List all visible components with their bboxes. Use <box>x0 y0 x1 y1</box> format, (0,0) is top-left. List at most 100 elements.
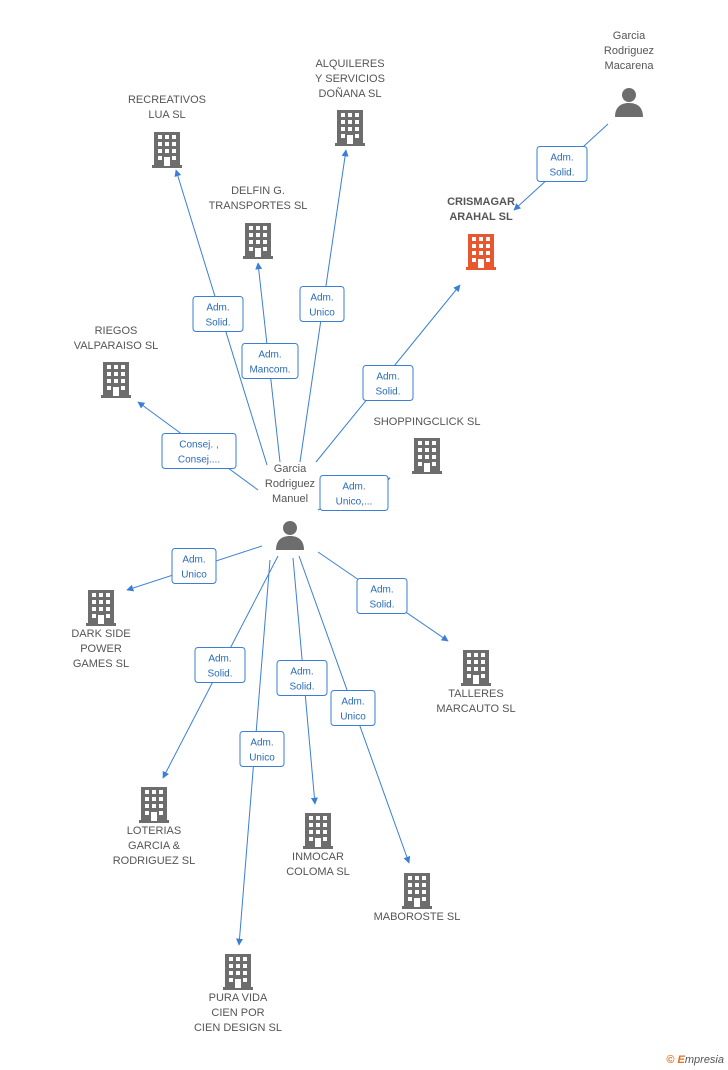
relation-label-text: Adm. <box>550 153 573 164</box>
company-node-shoppingclick[interactable]: SHOPPINGCLICK SL <box>374 416 481 474</box>
node-label: RIEGOS <box>95 325 138 337</box>
relation-label-inmocar[interactable]: Adm.Solid. <box>276 660 328 696</box>
relation-label-text: Adm. <box>250 738 273 749</box>
relation-label-text: Adm. <box>341 697 364 708</box>
node-label: LOTERIAS <box>127 825 181 837</box>
node-label: MARCAUTO SL <box>436 703 515 715</box>
relation-label-box <box>194 647 246 683</box>
building-icon <box>152 132 182 168</box>
nodes: GarciaRodriguezManuelGarciaRodriguezMaca… <box>71 30 654 1034</box>
person-icon <box>615 88 643 117</box>
relation-label-box <box>192 296 244 332</box>
company-node-delfin[interactable]: DELFIN G. TRANSPORTES SL <box>209 185 308 259</box>
relation-label-text: Adm. <box>370 585 393 596</box>
relation-label-box <box>330 690 376 726</box>
relation-label-riegos[interactable]: Consej. ,Consej.... <box>161 433 237 469</box>
node-label: CRISMAGAR <box>447 196 515 208</box>
company-node-recreativos[interactable]: RECREATIVOS LUA SL <box>128 94 206 168</box>
relation-label-box <box>241 343 299 379</box>
node-label: Rodriguez <box>604 45 654 57</box>
building-icon <box>101 362 131 398</box>
node-label: LUA SL <box>148 109 185 121</box>
relation-label-text: Solid. <box>205 318 230 329</box>
relation-label-alquileres[interactable]: Adm. Unico <box>299 286 345 322</box>
relation-label-text: Solid. <box>207 669 232 680</box>
building-icon <box>223 954 253 990</box>
node-label: PURA VIDA <box>209 992 268 1004</box>
node-label: Macarena <box>605 60 655 72</box>
node-label: Y SERVICIOS <box>315 73 385 85</box>
node-label: Manuel <box>272 493 308 505</box>
relation-label-box <box>239 731 285 767</box>
relation-label-box <box>161 433 237 469</box>
relation-label-box <box>362 365 414 401</box>
relation-label-talleres[interactable]: Adm. Solid. <box>356 578 408 614</box>
relation-label-box <box>276 660 328 696</box>
relation-label-box <box>299 286 345 322</box>
relation-label-text: Adm. <box>376 372 399 383</box>
relation-label-delfin[interactable]: Adm.Mancom. <box>241 343 299 379</box>
company-node-loterias[interactable]: LOTERIAS GARCIA & RODRIGUEZ SL <box>113 787 196 867</box>
node-label: Rodriguez <box>265 478 315 490</box>
relation-label-box <box>356 578 408 614</box>
person-icon <box>276 521 304 550</box>
relation-label-darkside[interactable]: Adm. Unico <box>171 548 217 584</box>
relation-label-crismagar[interactable]: Adm. Solid. <box>536 146 588 182</box>
relation-label-box <box>536 146 588 182</box>
relation-label-text: Solid. <box>549 168 574 179</box>
building-icon <box>303 813 333 849</box>
node-label: ALQUILERES <box>315 58 384 70</box>
node-label: INMOCAR <box>292 851 344 863</box>
node-label: COLOMA SL <box>286 866 350 878</box>
company-node-inmocar[interactable]: INMOCAR COLOMA SL <box>286 813 350 878</box>
company-node-maboroste[interactable]: MABOROSTE SL <box>374 873 461 923</box>
node-label: RECREATIVOS <box>128 94 206 106</box>
node-label: RODRIGUEZ SL <box>113 855 196 867</box>
node-label: GAMES SL <box>73 658 129 670</box>
node-label: MABOROSTE SL <box>374 911 461 923</box>
relation-labels: Adm.Solid.Adm.Mancom.Adm.UnicoAdm.Solid.… <box>161 146 588 767</box>
node-label: CIEN DESIGN SL <box>194 1022 282 1034</box>
relation-label-shoppingclick[interactable]: Adm.Unico,... <box>319 475 389 511</box>
company-node-alquileres[interactable]: ALQUILERES Y SERVICIOS DOÑANA SL <box>315 58 385 146</box>
node-label: CIEN POR <box>211 1007 264 1019</box>
node-label: Garcia <box>274 463 307 475</box>
node-label: Garcia <box>613 30 646 42</box>
building-icon <box>335 110 365 146</box>
node-label: DARK SIDE <box>71 628 130 640</box>
relation-label-text: Solid. <box>369 600 394 611</box>
brand-name: mpresia <box>684 1054 724 1066</box>
relation-label-text: Adm. <box>290 667 313 678</box>
relation-label-text: Unico,... <box>336 497 373 508</box>
building-icon <box>412 438 442 474</box>
building-icon <box>402 873 432 909</box>
relation-label-text: Adm. <box>310 293 333 304</box>
relation-label-text: Unico <box>309 308 335 319</box>
building-icon <box>466 234 496 270</box>
brand-footer: © Empresia <box>666 1054 724 1066</box>
relation-label-puravida[interactable]: Adm.Unico <box>239 731 285 767</box>
relation-label-crismagar[interactable]: Adm.Solid. <box>362 365 414 401</box>
node-label: GARCIA & <box>128 840 181 852</box>
company-node-darkside[interactable]: DARK SIDE POWER GAMES SL <box>71 590 131 670</box>
relation-label-recreativos[interactable]: Adm. Solid. <box>192 296 244 332</box>
node-label: DELFIN G. <box>231 185 285 197</box>
relation-label-text: Adm. <box>206 303 229 314</box>
relation-label-maboroste[interactable]: Adm. Unico <box>330 690 376 726</box>
relation-label-text: Mancom. <box>249 365 290 376</box>
relation-label-loterias[interactable]: Adm.Solid. <box>194 647 246 683</box>
company-node-puravida[interactable]: PURA VIDA CIEN POR CIEN DESIGN SL <box>194 954 282 1034</box>
relation-label-text: Unico <box>181 570 207 581</box>
node-label: DOÑANA SL <box>319 87 382 100</box>
relation-label-text: Unico <box>340 712 366 723</box>
relation-label-text: Consej.... <box>178 455 220 466</box>
node-label: TRANSPORTES SL <box>209 200 308 212</box>
node-label: POWER <box>80 643 122 655</box>
building-icon <box>461 650 491 686</box>
relation-label-text: Adm. <box>182 555 205 566</box>
